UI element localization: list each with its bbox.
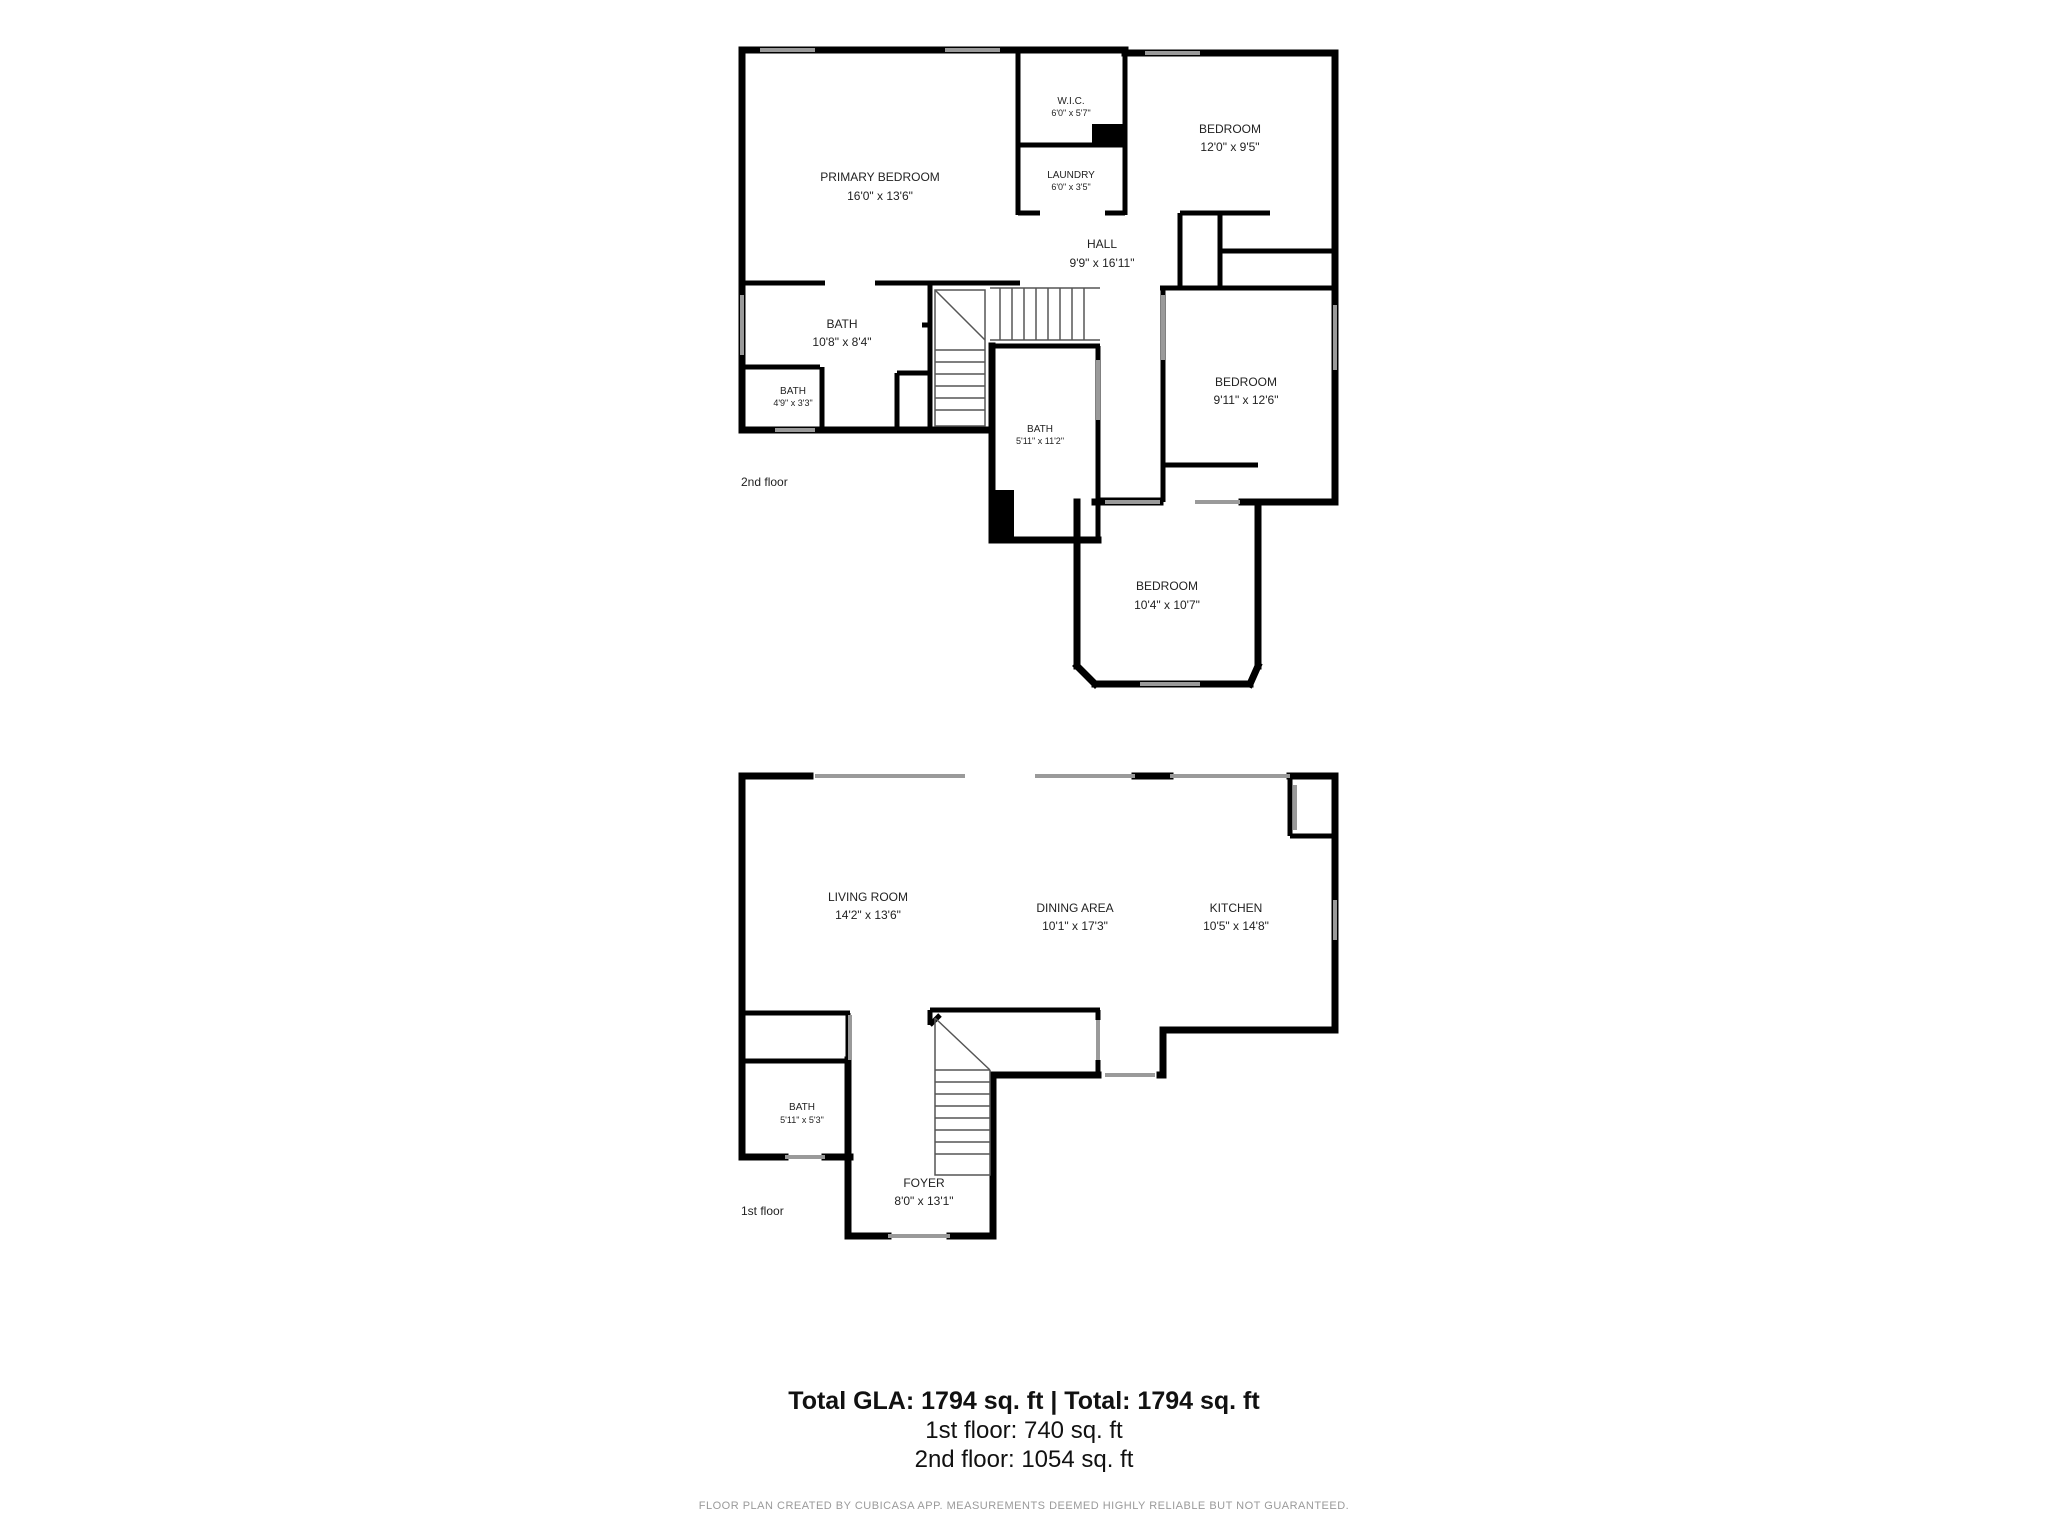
room-name: HALL [1087, 237, 1117, 251]
first-floor-stairs [934, 1017, 991, 1176]
room-name: W.I.C. [1057, 96, 1084, 107]
second-floor-column [1092, 124, 1125, 146]
first-floor-room-labels: LIVING ROOM 14'2" x 13'6" DINING AREA 10… [780, 890, 1269, 1208]
room-name: BATH [789, 1102, 815, 1113]
room-dims: 5'11" x 11'2" [1016, 436, 1064, 446]
room-name: BATH [1027, 424, 1053, 435]
room-dims: 14'2" x 13'6" [835, 908, 901, 922]
room-name: LAUNDRY [1047, 170, 1095, 181]
room-name: BATH [826, 317, 857, 331]
room-dims: 10'5" x 14'8" [1203, 919, 1269, 933]
second-floor-windows [740, 48, 1337, 686]
second-floor-plan: PRIMARY BEDROOM 16'0" x 13'6" W.I.C. 6'0… [738, 46, 1339, 689]
room-name: LIVING ROOM [828, 890, 908, 904]
first-floor-plan: LIVING ROOM 14'2" x 13'6" DINING AREA 10… [738, 772, 1339, 1240]
second-floor-label: 2nd floor [741, 475, 788, 489]
room-name: FOYER [903, 1176, 945, 1190]
room-name: BEDROOM [1199, 122, 1261, 136]
first-floor-area: 1st floor: 740 sq. ft [925, 1417, 1123, 1444]
room-dims: 16'0" x 13'6" [847, 189, 913, 203]
room-name: KITCHEN [1210, 901, 1263, 915]
second-floor-stairs [934, 287, 1100, 427]
second-floor-area: 2nd floor: 1054 sq. ft [914, 1446, 1134, 1473]
room-dims: 10'8" x 8'4" [812, 335, 871, 349]
total-area-summary: Total GLA: 1794 sq. ft | Total: 1794 sq.… [788, 1387, 1260, 1415]
second-floor-walls [738, 46, 1339, 689]
second-floor-room-labels: PRIMARY BEDROOM 16'0" x 13'6" W.I.C. 6'0… [773, 96, 1278, 612]
room-dims: 12'0" x 9'5" [1200, 140, 1259, 154]
room-name: BATH [780, 386, 806, 397]
disclaimer-text: FLOOR PLAN CREATED BY CUBICASA APP. MEAS… [698, 1500, 1350, 1512]
room-dims: 4'9" x 3'3" [773, 398, 812, 408]
room-name: DINING AREA [1036, 901, 1113, 915]
room-name: PRIMARY BEDROOM [820, 170, 940, 184]
room-name: BEDROOM [1136, 579, 1198, 593]
first-floor-walls [738, 772, 1339, 1240]
room-dims: 5'11" x 5'3" [780, 1115, 824, 1125]
first-floor-windows [785, 774, 1337, 1238]
room-dims: 9'11" x 12'6" [1214, 393, 1279, 407]
first-floor-label: 1st floor [741, 1204, 784, 1218]
second-floor-chimney [992, 490, 1014, 540]
room-dims: 10'1" x 17'3" [1042, 919, 1108, 933]
room-dims: 10'4" x 10'7" [1134, 598, 1200, 612]
room-dims: 9'9" x 16'11" [1070, 256, 1135, 270]
room-dims: 6'0" x 5'7" [1051, 108, 1090, 118]
room-name: BEDROOM [1215, 375, 1277, 389]
room-dims: 6'0" x 3'5" [1051, 182, 1090, 192]
room-dims: 8'0" x 13'1" [894, 1194, 953, 1208]
